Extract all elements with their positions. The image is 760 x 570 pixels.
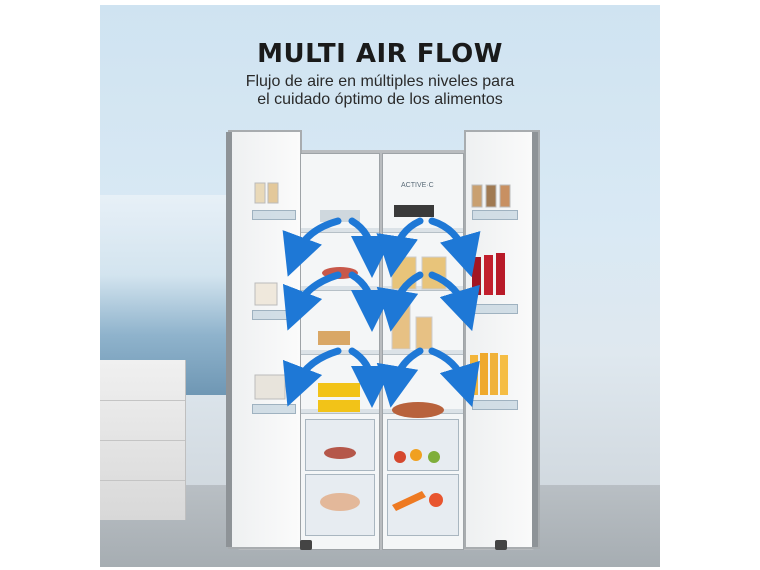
product-scene: MULTI AIR FLOW Flujo de aire en múltiple… [100,5,660,567]
headline-subtitle-line1: Flujo de aire en múltiples niveles para [245,73,515,90]
headline-title: MULTI AIR FLOW [257,39,503,69]
active-c-display: ACTIVE·C [401,182,434,189]
fridge-foot-left [300,540,312,550]
fridge-foot-right [495,540,507,550]
kitchen-cabinet [100,360,186,520]
headline-subtitle-line2: el cuidado óptimo de los alimentos [257,91,503,108]
airflow-arrows [282,217,481,408]
